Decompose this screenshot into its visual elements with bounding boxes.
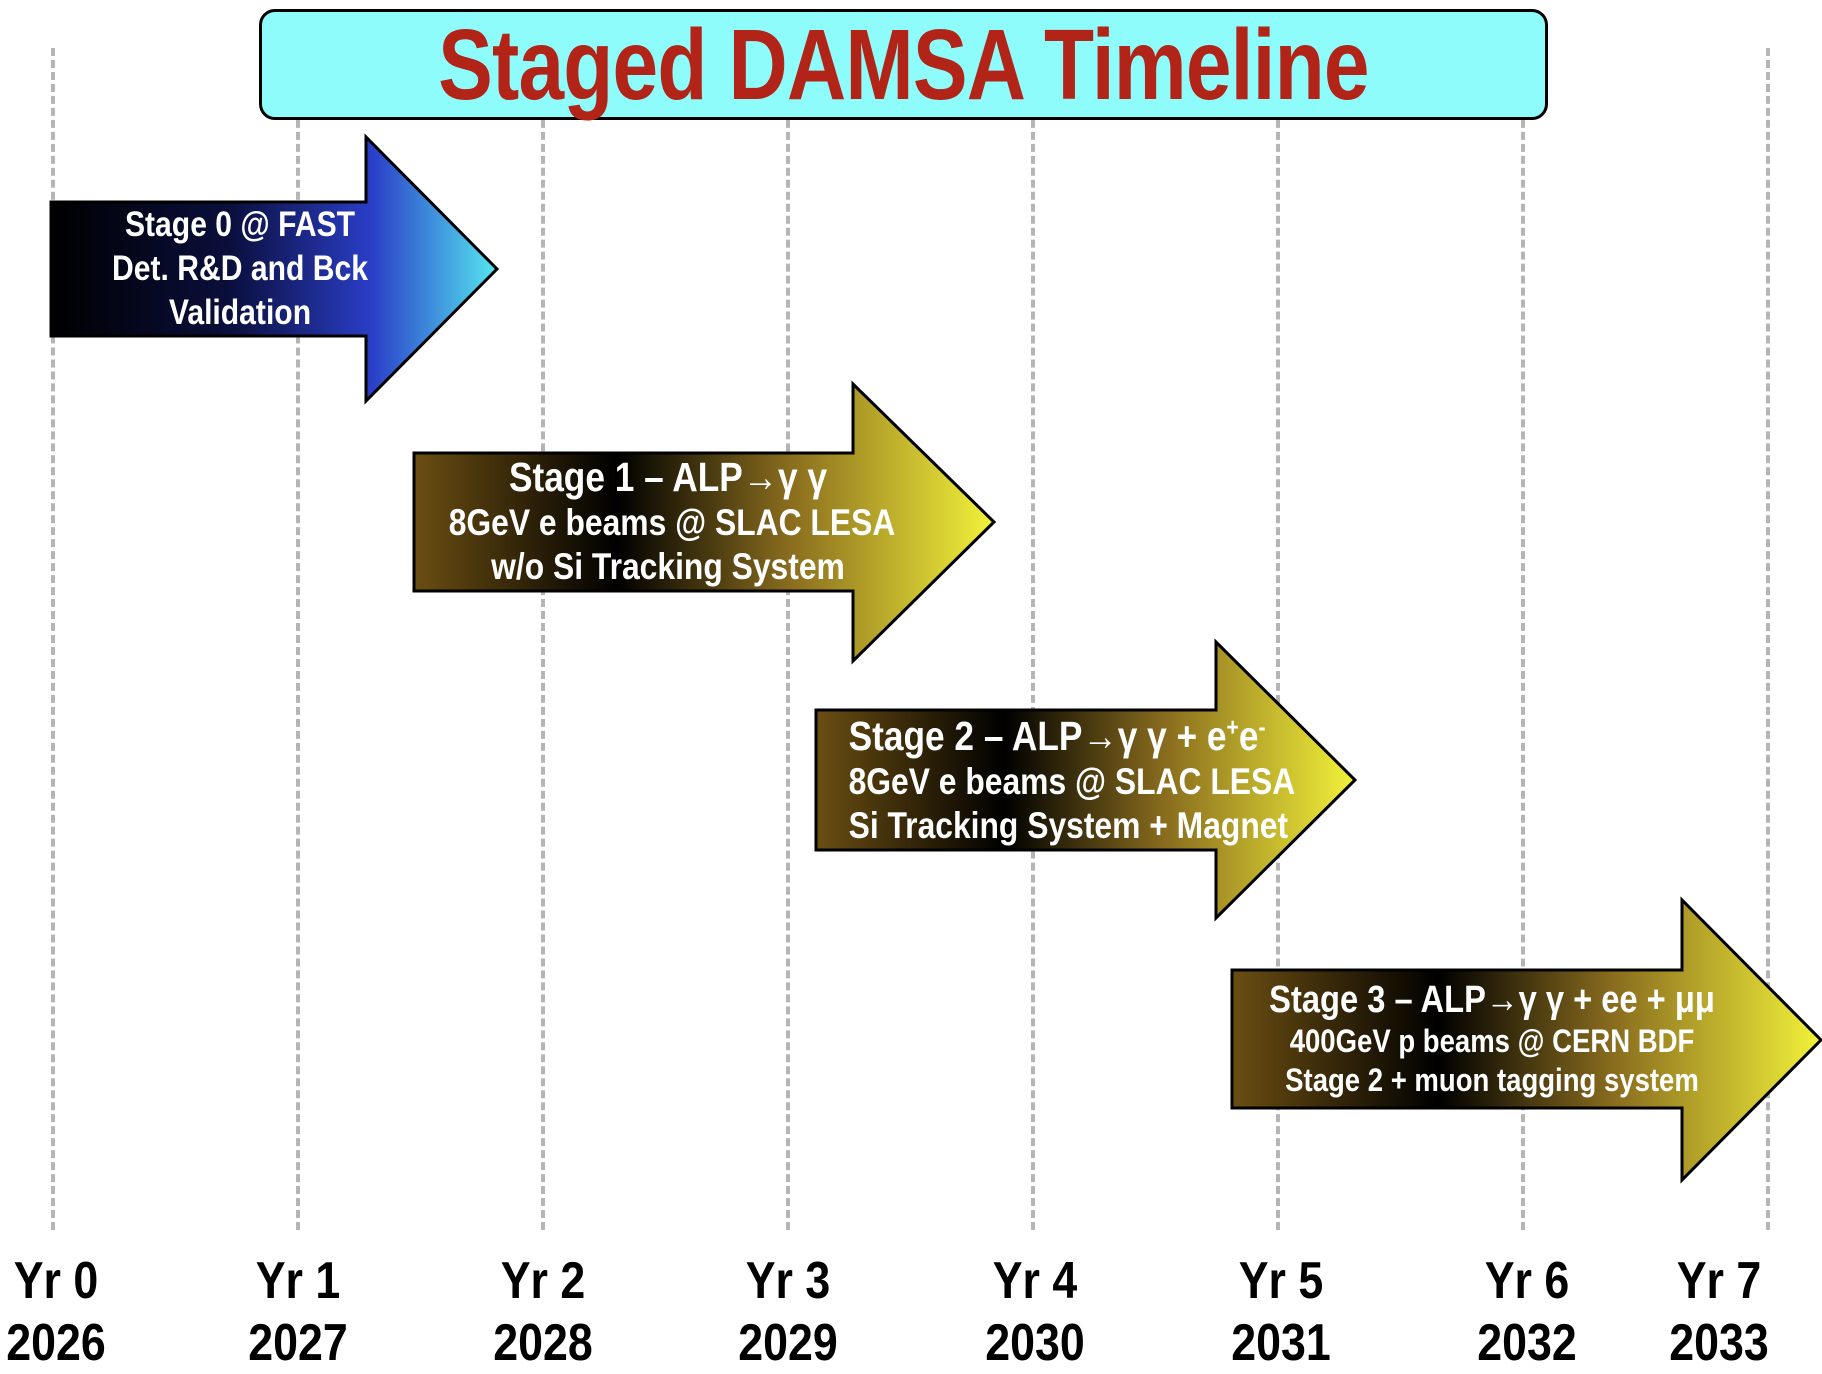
year-label-0: Yr 0 2026	[0, 1250, 156, 1374]
year-label-5-cal: 2031	[1231, 1314, 1331, 1372]
year-label-1-yr: Yr 1	[255, 1252, 341, 1310]
stage-3-line-1: Stage 3 – ALP→γ γ + ee + μμ	[1269, 979, 1715, 1021]
year-label-6-cal: 2032	[1477, 1314, 1577, 1372]
stage-0-line-3: Validation	[168, 293, 312, 332]
stage-3-arrow	[1230, 896, 1822, 1184]
gridline-yr5	[1276, 48, 1280, 1230]
stage-1-line-1: Stage 1 – ALP→γ γ	[508, 454, 828, 500]
year-label-2-yr: Yr 2	[500, 1252, 586, 1310]
year-label-7-cal: 2033	[1669, 1314, 1769, 1372]
year-label-4-cal: 2030	[985, 1314, 1085, 1372]
year-label-3-yr: Yr 3	[745, 1252, 831, 1310]
year-label-2: Yr 2 2028	[443, 1250, 643, 1374]
stage-3-text: Stage 3 – ALP→γ γ + ee + μμ 400GeV p bea…	[1232, 978, 1752, 1100]
stage-2-sup-minus: -	[1258, 714, 1266, 742]
gridline-yr6	[1521, 48, 1525, 1230]
gridline-yr2	[541, 48, 545, 1230]
stage-1-line-3: w/o Si Tracking System	[491, 546, 845, 587]
year-label-2-cal: 2028	[493, 1314, 593, 1372]
year-label-3: Yr 3 2029	[688, 1250, 888, 1374]
stage-1-line-2: 8GeV e beams @ SLAC LESA	[448, 502, 896, 543]
stage-2-line-2: 8GeV e beams @ SLAC LESA	[848, 761, 1296, 802]
stage-2-text: Stage 2 – ALP→γ γ + e+e- 8GeV e beams @ …	[815, 712, 1296, 848]
stage-2-line-3: Si Tracking System + Magnet	[848, 805, 1289, 846]
stage-2-line-1-mid: e	[1238, 713, 1259, 759]
stage-2-line-1: Stage 2 – ALP→γ γ + e+e-	[848, 712, 1266, 760]
stage-0-arrow	[49, 133, 500, 405]
stage-0-text: Stage 0 @ FAST Det. R&D and Bck Validati…	[50, 203, 430, 335]
gridline-yr4	[1031, 48, 1035, 1230]
stage-2-line-1-text: Stage 2 – ALP→γ γ + e	[848, 713, 1227, 759]
year-label-1: Yr 1 2027	[198, 1250, 398, 1374]
year-label-3-cal: 2029	[738, 1314, 838, 1372]
year-label-6: Yr 6 2032	[1427, 1250, 1627, 1374]
stage-1-text: Stage 1 – ALP→γ γ 8GeV e beams @ SLAC LE…	[413, 453, 923, 589]
stage-2-sup-plus: +	[1226, 714, 1239, 742]
stage-3-line-2: 400GeV p beams @ CERN BDF	[1289, 1023, 1695, 1059]
year-label-5: Yr 5 2031	[1181, 1250, 1381, 1374]
title-box: Staged DAMSA Timeline	[259, 9, 1548, 120]
stage-0-line-1: Stage 0 @ FAST	[124, 205, 356, 244]
year-label-7: Yr 7 2033	[1619, 1250, 1819, 1374]
stage-2-arrow	[814, 638, 1358, 922]
year-label-4-yr: Yr 4	[992, 1252, 1078, 1310]
stage-0-line-2: Det. R&D and Bck	[112, 249, 368, 288]
stage-1-arrow	[412, 380, 997, 665]
year-label-0-yr: Yr 0	[13, 1252, 99, 1310]
page-title: Staged DAMSA Timeline	[438, 8, 1369, 121]
year-label-7-yr: Yr 7	[1676, 1252, 1762, 1310]
year-label-4: Yr 4 2030	[935, 1250, 1135, 1374]
gridline-yr7	[1766, 48, 1770, 1230]
gridline-yr3	[786, 48, 790, 1230]
year-label-5-yr: Yr 5	[1238, 1252, 1324, 1310]
year-label-6-yr: Yr 6	[1484, 1252, 1570, 1310]
stage-3-line-3: Stage 2 + muon tagging system	[1285, 1062, 1699, 1098]
gridline-yr1	[296, 48, 300, 1230]
year-label-0-cal: 2026	[6, 1314, 106, 1372]
gridline-yr0	[51, 48, 55, 1230]
year-label-1-cal: 2027	[248, 1314, 348, 1372]
